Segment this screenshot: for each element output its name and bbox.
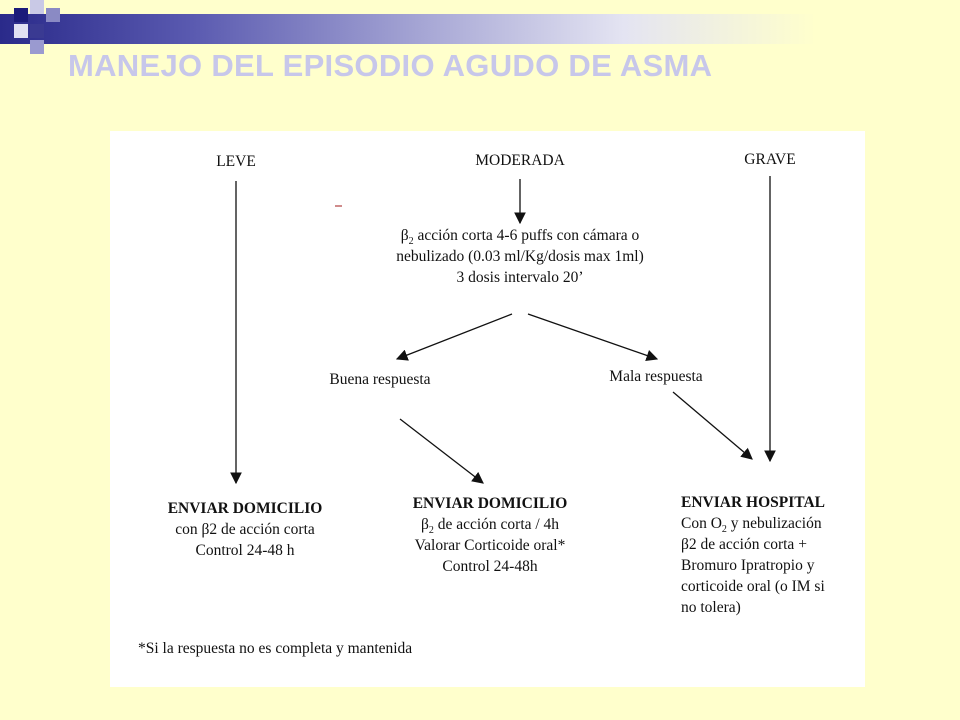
outcome-leve-line2: con β2 de acción corta: [175, 521, 315, 538]
flowchart-panel: LEVE MODERADA GRAVE β2 acción corta 4-6 …: [110, 131, 865, 687]
outcome-hospital-box: ENVIAR HOSPITAL Con O2 y nebulización β2…: [681, 492, 861, 618]
decor-square-navy: [30, 24, 44, 38]
outcome-good-line3: Valorar Corticoide oral*: [414, 537, 566, 554]
initial-treatment-line2: nebulizado (0.03 ml/Kg/dosis max 1ml): [396, 248, 644, 265]
severity-leve: LEVE: [216, 153, 256, 170]
outcome-leve-heading: ENVIAR DOMICILIO: [167, 500, 323, 517]
severity-moderada: MODERADA: [475, 152, 565, 169]
outcome-hospital-line2: Con O2 y nebulización: [681, 515, 822, 536]
decor-square-mid: [46, 8, 60, 22]
buena-respuesta-label: Buena respuesta: [329, 371, 431, 388]
outcome-leve-line3: Control 24-48 h: [195, 542, 295, 559]
arrow-to-buena-respuesta: [395, 313, 513, 361]
outcome-hospital-line3: β2 de acción corta +: [681, 536, 807, 553]
severity-grave: GRAVE: [744, 151, 796, 168]
decor-square-navy: [14, 8, 28, 22]
outcome-good-box: ENVIAR DOMICILIO β2 de acción corta / 4h…: [370, 493, 610, 577]
title-bar-gradient: [0, 14, 960, 44]
decor-square-light: [14, 24, 28, 38]
outcome-good-line2: β2 de acción corta / 4h: [420, 516, 560, 537]
outcome-leve-box: ENVIAR DOMICILIO con β2 de acción corta …: [130, 498, 360, 561]
decor-square-light: [30, 0, 44, 14]
outcome-hospital-line4: Bromuro Ipratropio y: [681, 557, 815, 574]
outcome-hospital-line5: corticoide oral (o IM si: [681, 578, 825, 595]
outcome-good-line4: Control 24-48h: [442, 558, 538, 575]
outcome-hospital-line6: no tolera): [681, 599, 741, 616]
outcome-hospital-heading: ENVIAR HOSPITAL: [681, 494, 825, 511]
mala-respuesta-label: Mala respuesta: [609, 368, 703, 385]
arrow-to-mala-respuesta: [527, 313, 659, 362]
initial-treatment-line3: 3 dosis intervalo 20’: [456, 269, 584, 286]
outcome-good-heading: ENVIAR DOMICILIO: [412, 495, 568, 512]
arrow-buena-to-domicilio: [399, 418, 484, 484]
decor-square-mid: [30, 40, 44, 54]
flowchart-arrows: [230, 176, 776, 485]
slide-title: MANEJO DEL EPISODIO AGUDO DE ASMA: [68, 48, 713, 83]
arrow-mala-to-hospital: [672, 391, 753, 460]
footnote: *Si la respuesta no es completa y manten…: [138, 640, 413, 657]
initial-treatment-box: β2 acción corta 4-6 puffs con cámara o n…: [340, 225, 700, 288]
initial-treatment-line1: β2 acción corta 4-6 puffs con cámara o: [400, 227, 640, 248]
